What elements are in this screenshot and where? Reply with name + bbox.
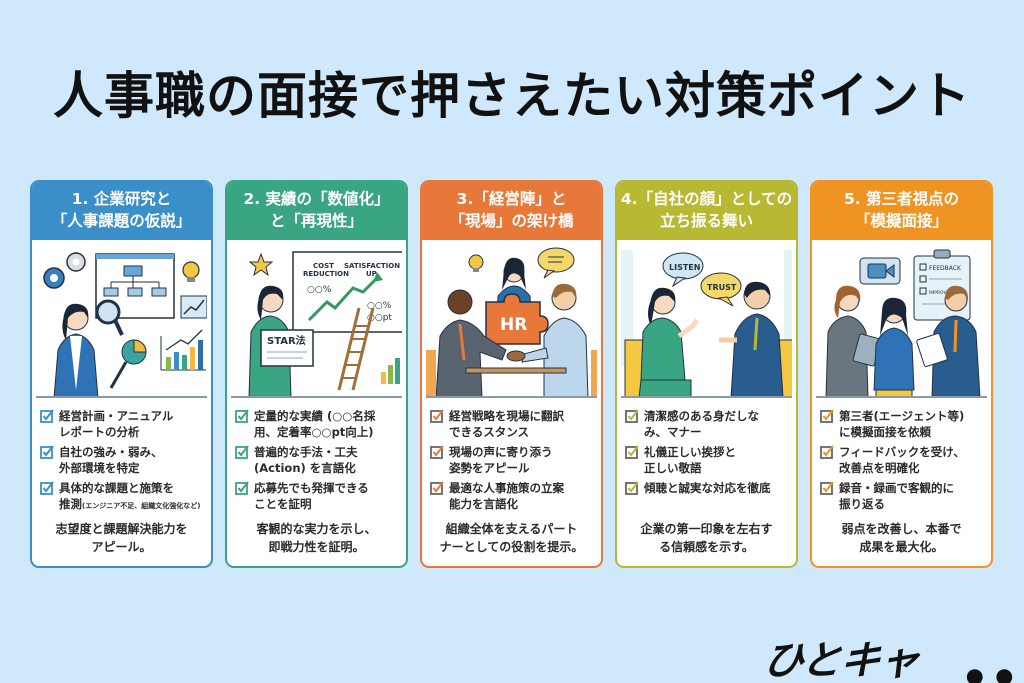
checklist-item: 録音・録画で客観的に 振り返る bbox=[820, 480, 985, 512]
svg-text:HR: HR bbox=[500, 315, 527, 335]
card-header: 4.「自社の顔」としての 立ち振る舞い bbox=[617, 182, 796, 240]
checkbox-checked-icon bbox=[40, 409, 54, 423]
card-summary: 志望度と課題解決能力を アピール。 bbox=[55, 522, 188, 554]
checklist-item: 現場の声に寄り添う 姿勢をアピール bbox=[430, 444, 595, 476]
svg-text:COST: COST bbox=[313, 262, 334, 270]
checklist-item: 傾聴と誠実な対応を徹底 bbox=[625, 480, 790, 496]
point-note: (エンジニア不足、組織文化強化など) bbox=[82, 502, 201, 510]
svg-text:LISTEN: LISTEN bbox=[669, 263, 700, 272]
svg-text:FEEDBACK: FEEDBACK bbox=[929, 265, 962, 272]
magnifier-icon bbox=[95, 299, 124, 336]
woman-figure bbox=[53, 303, 99, 396]
gear-icon bbox=[43, 252, 86, 289]
checklist-item: フィードバックを受け、 改善点を明確化 bbox=[820, 444, 985, 476]
star-icon bbox=[248, 252, 274, 277]
svg-text:TRUST: TRUST bbox=[707, 283, 737, 292]
checklist-item: 礼儀正しい挨拶と 正しい敬語 bbox=[625, 444, 790, 476]
checklist-item: 清潔感のある身だしな み、マナー bbox=[625, 408, 790, 440]
svg-text:○○%: ○○% bbox=[367, 301, 392, 311]
checklist-item: 応募先でも発揮できる ことを証明 bbox=[235, 480, 400, 512]
card-summary: 弱点を改善し、本番で 成果を最大化。 bbox=[841, 522, 962, 554]
checkbox-checked-icon bbox=[625, 445, 639, 459]
checklist-item: 経営戦略を現場に翻訳 できるスタンス bbox=[430, 408, 595, 440]
card-header: 2. 実績の「数値化」 と「再現性」 bbox=[227, 182, 406, 240]
illustration-hr-bridge: HR bbox=[426, 240, 597, 398]
checklist-item: 定量的な実績 (○○名採 用、定着率○○pt向上) bbox=[235, 408, 400, 440]
svg-text:○○%: ○○% bbox=[307, 285, 332, 295]
checklist: 経営計画・アニュアル レポートの分析 自社の強み・弱み、 外部環境を特定 具体的… bbox=[32, 398, 211, 514]
checklist-item: 普遍的な手法・工夫 (Action) を言語化 bbox=[235, 444, 400, 476]
card-summary: 企業の第一印象を左右す る信頼感を示す。 bbox=[640, 522, 773, 554]
video-camera-icon bbox=[859, 257, 901, 285]
brand-logo: ひとキャリ bbox=[760, 628, 1024, 683]
speech-bubble-trust: TRUST bbox=[700, 272, 742, 307]
svg-text:REDUCTION: REDUCTION bbox=[303, 270, 349, 278]
illustration-company-research bbox=[36, 240, 207, 398]
illustration-interview-conversation: LISTEN TRUST bbox=[621, 240, 792, 398]
checkbox-checked-icon bbox=[625, 481, 639, 495]
checkbox-checked-icon bbox=[430, 445, 444, 459]
card-summary: 組織全体を支えるパート ナーとしての役割を提示。 bbox=[439, 522, 584, 554]
logo-text: ひとキャリ bbox=[760, 638, 922, 683]
checkbox-checked-icon bbox=[235, 409, 249, 423]
svg-text:IMPROVEMENT: IMPROVEMENT bbox=[929, 290, 963, 296]
checklist-item: 具体的な課題と施策を 推測(エンジニア不足、組織文化強化など) bbox=[40, 480, 205, 514]
svg-text:STAR法: STAR法 bbox=[267, 334, 306, 347]
lightbulb-icon bbox=[468, 254, 484, 272]
checklist: 清潔感のある身だしな み、マナー 礼儀正しい挨拶と 正しい敬語 傾聴と誠実な対応… bbox=[617, 398, 796, 496]
two-people-icon bbox=[966, 669, 1013, 683]
svg-text:UP: UP bbox=[366, 270, 377, 278]
checkbox-checked-icon bbox=[625, 409, 639, 423]
card-summary: 客観的な実力を示し、 即戦力性を証明。 bbox=[256, 522, 377, 554]
card-bridge: 3.「経営陣」と 「現場」の架け橋 HR bbox=[420, 180, 603, 568]
card-header: 5. 第三者視点の 「模擬面接」 bbox=[812, 182, 991, 240]
checklist-item: 最適な人事施策の立案 能力を言語化 bbox=[430, 480, 595, 512]
checkbox-checked-icon bbox=[820, 409, 834, 423]
checklist-item: 第三者(エージェント等) に模擬面接を依頼 bbox=[820, 408, 985, 440]
illustration-star-method: COST REDUCTION SATISFACTION UP ○○% ○○% ○… bbox=[231, 240, 402, 398]
checkbox-checked-icon bbox=[40, 481, 54, 495]
card-quantified-results: 2. 実績の「数値化」 と「再現性」 COST REDUCTION SATISF… bbox=[225, 180, 408, 568]
card-mock-interview: 5. 第三者視点の 「模擬面接」 FEEDBACK IMPROVEMENT bbox=[810, 180, 993, 568]
checklist: 第三者(エージェント等) に模擬面接を依頼 フィードバックを受け、 改善点を明確… bbox=[812, 398, 991, 512]
checklist-item: 経営計画・アニュアル レポートの分析 bbox=[40, 408, 205, 440]
checkbox-checked-icon bbox=[430, 481, 444, 495]
illustration-mock-interview: FEEDBACK IMPROVEMENT bbox=[816, 240, 987, 398]
checklist: 定量的な実績 (○○名採 用、定着率○○pt向上) 普遍的な手法・工夫 (Act… bbox=[227, 398, 406, 512]
svg-text:○○pt: ○○pt bbox=[367, 313, 392, 323]
lightbulb-icon bbox=[182, 261, 200, 282]
checkbox-checked-icon bbox=[820, 445, 834, 459]
svg-text:SATISFACTION: SATISFACTION bbox=[344, 262, 400, 270]
page-title: 人事職の面接で押さえたい対策ポイント bbox=[53, 67, 971, 125]
card-header: 1. 企業研究と 「人事課題の仮説」 bbox=[32, 182, 211, 240]
card-company-face: 4.「自社の顔」としての 立ち振る舞い LISTEN TRUST bbox=[615, 180, 798, 568]
checkbox-checked-icon bbox=[430, 409, 444, 423]
puzzle-piece bbox=[485, 293, 549, 345]
checkbox-checked-icon bbox=[235, 445, 249, 459]
checklist-item: 自社の強み・弱み、 外部環境を特定 bbox=[40, 444, 205, 476]
checkbox-checked-icon bbox=[235, 481, 249, 495]
speech-bubble-listen: LISTEN bbox=[662, 252, 704, 288]
card-company-research: 1. 企業研究と 「人事課題の仮説」 bbox=[30, 180, 213, 568]
checklist: 経営戦略を現場に翻訳 できるスタンス 現場の声に寄り添う 姿勢をアピール 最適な… bbox=[422, 398, 601, 512]
speech-bubble-icon bbox=[537, 247, 575, 279]
checkbox-checked-icon bbox=[40, 445, 54, 459]
card-header: 3.「経営陣」と 「現場」の架け橋 bbox=[422, 182, 601, 240]
checkbox-checked-icon bbox=[820, 481, 834, 495]
